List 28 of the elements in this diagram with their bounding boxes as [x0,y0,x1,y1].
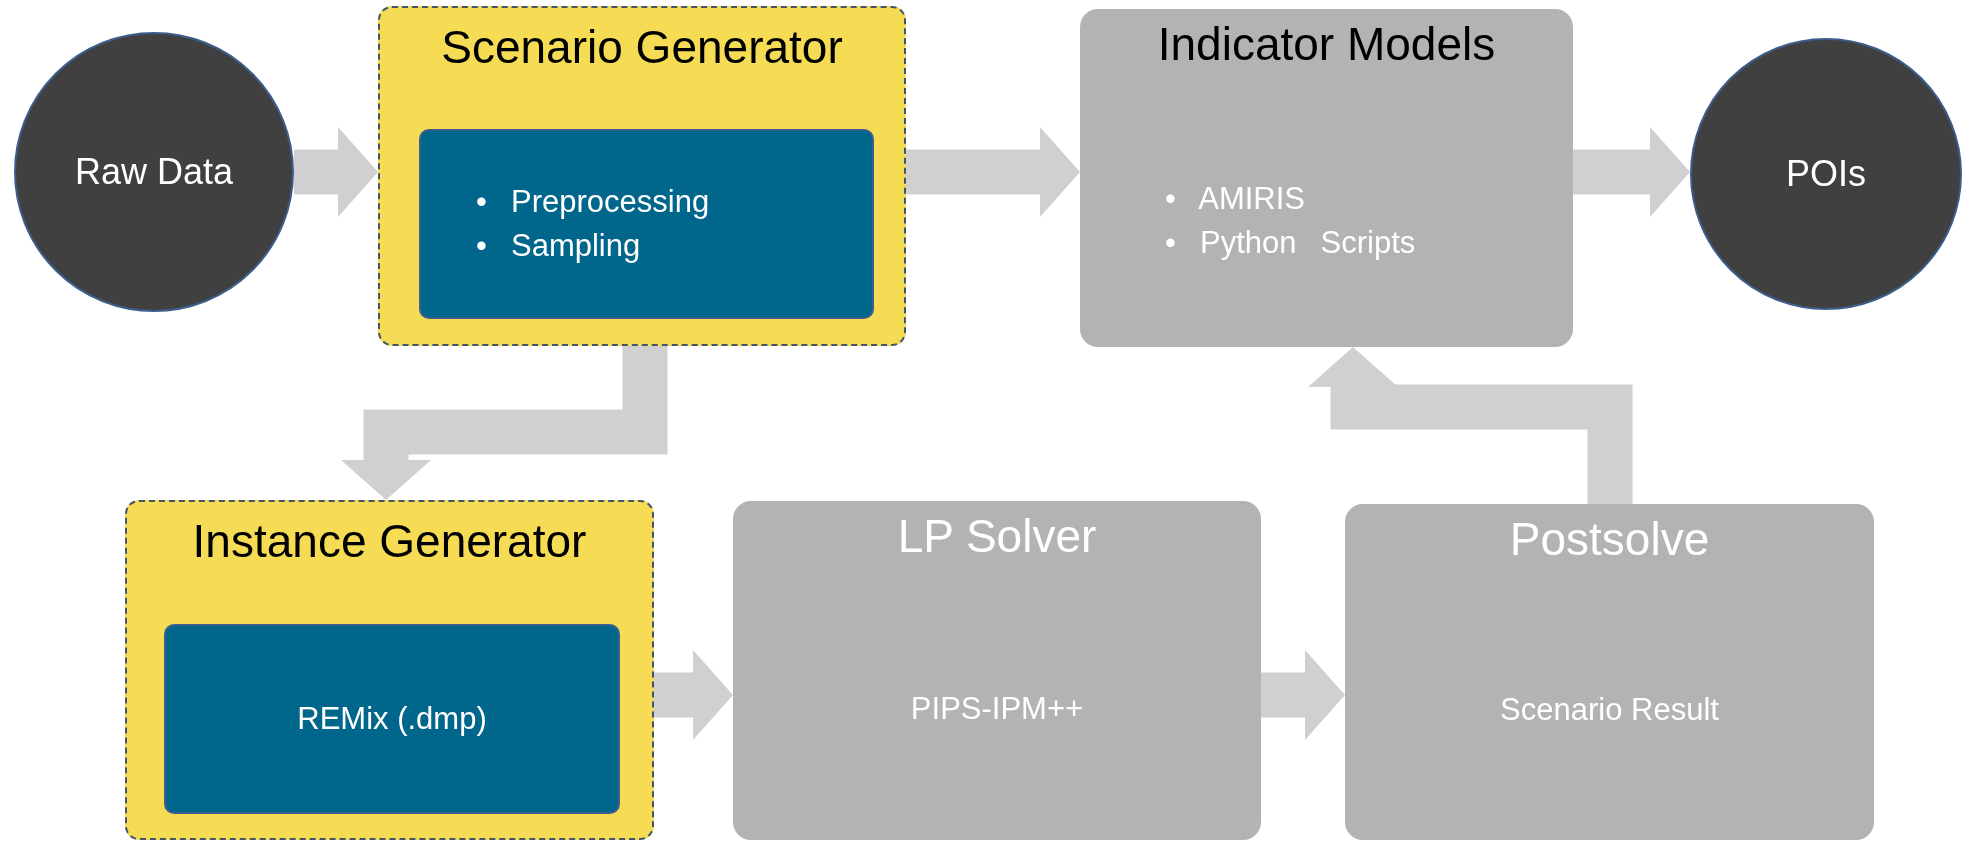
content-box [164,624,620,814]
body-text: Scenario Result [1499,692,1720,729]
block-arrow [1261,650,1345,740]
list-item-text: • Preprocessing [476,184,711,220]
list-item-text: • Python Scripts [1165,225,1416,261]
block-arrow [654,650,733,740]
block-arrow [341,346,668,500]
list-item-text: • AMIRIS [1165,181,1307,217]
block-arrow [1573,127,1690,217]
heading-text: LP Solver [896,509,1098,563]
block-arrow [294,127,378,217]
process-box [733,501,1261,840]
body-text: PIPS-IPM++ [909,690,1085,727]
node-label: Raw Data [74,151,234,193]
dashed-group-box [378,6,906,346]
process-box [1345,504,1874,840]
content-box [419,129,874,319]
list-item-text: • Sampling [476,228,642,264]
block-arrow [1308,347,1633,504]
heading-text: Postsolve [1508,512,1711,566]
heading-text: Instance Generator [191,514,588,568]
block-arrow [906,127,1080,217]
heading-text: Indicator Models [1156,17,1497,71]
dashed-group-box [125,500,654,840]
heading-text: Scenario Generator [440,20,844,74]
body-text: REMix (.dmp) [296,701,488,737]
process-box [1080,9,1573,347]
node-label: POIs [1786,153,1866,195]
